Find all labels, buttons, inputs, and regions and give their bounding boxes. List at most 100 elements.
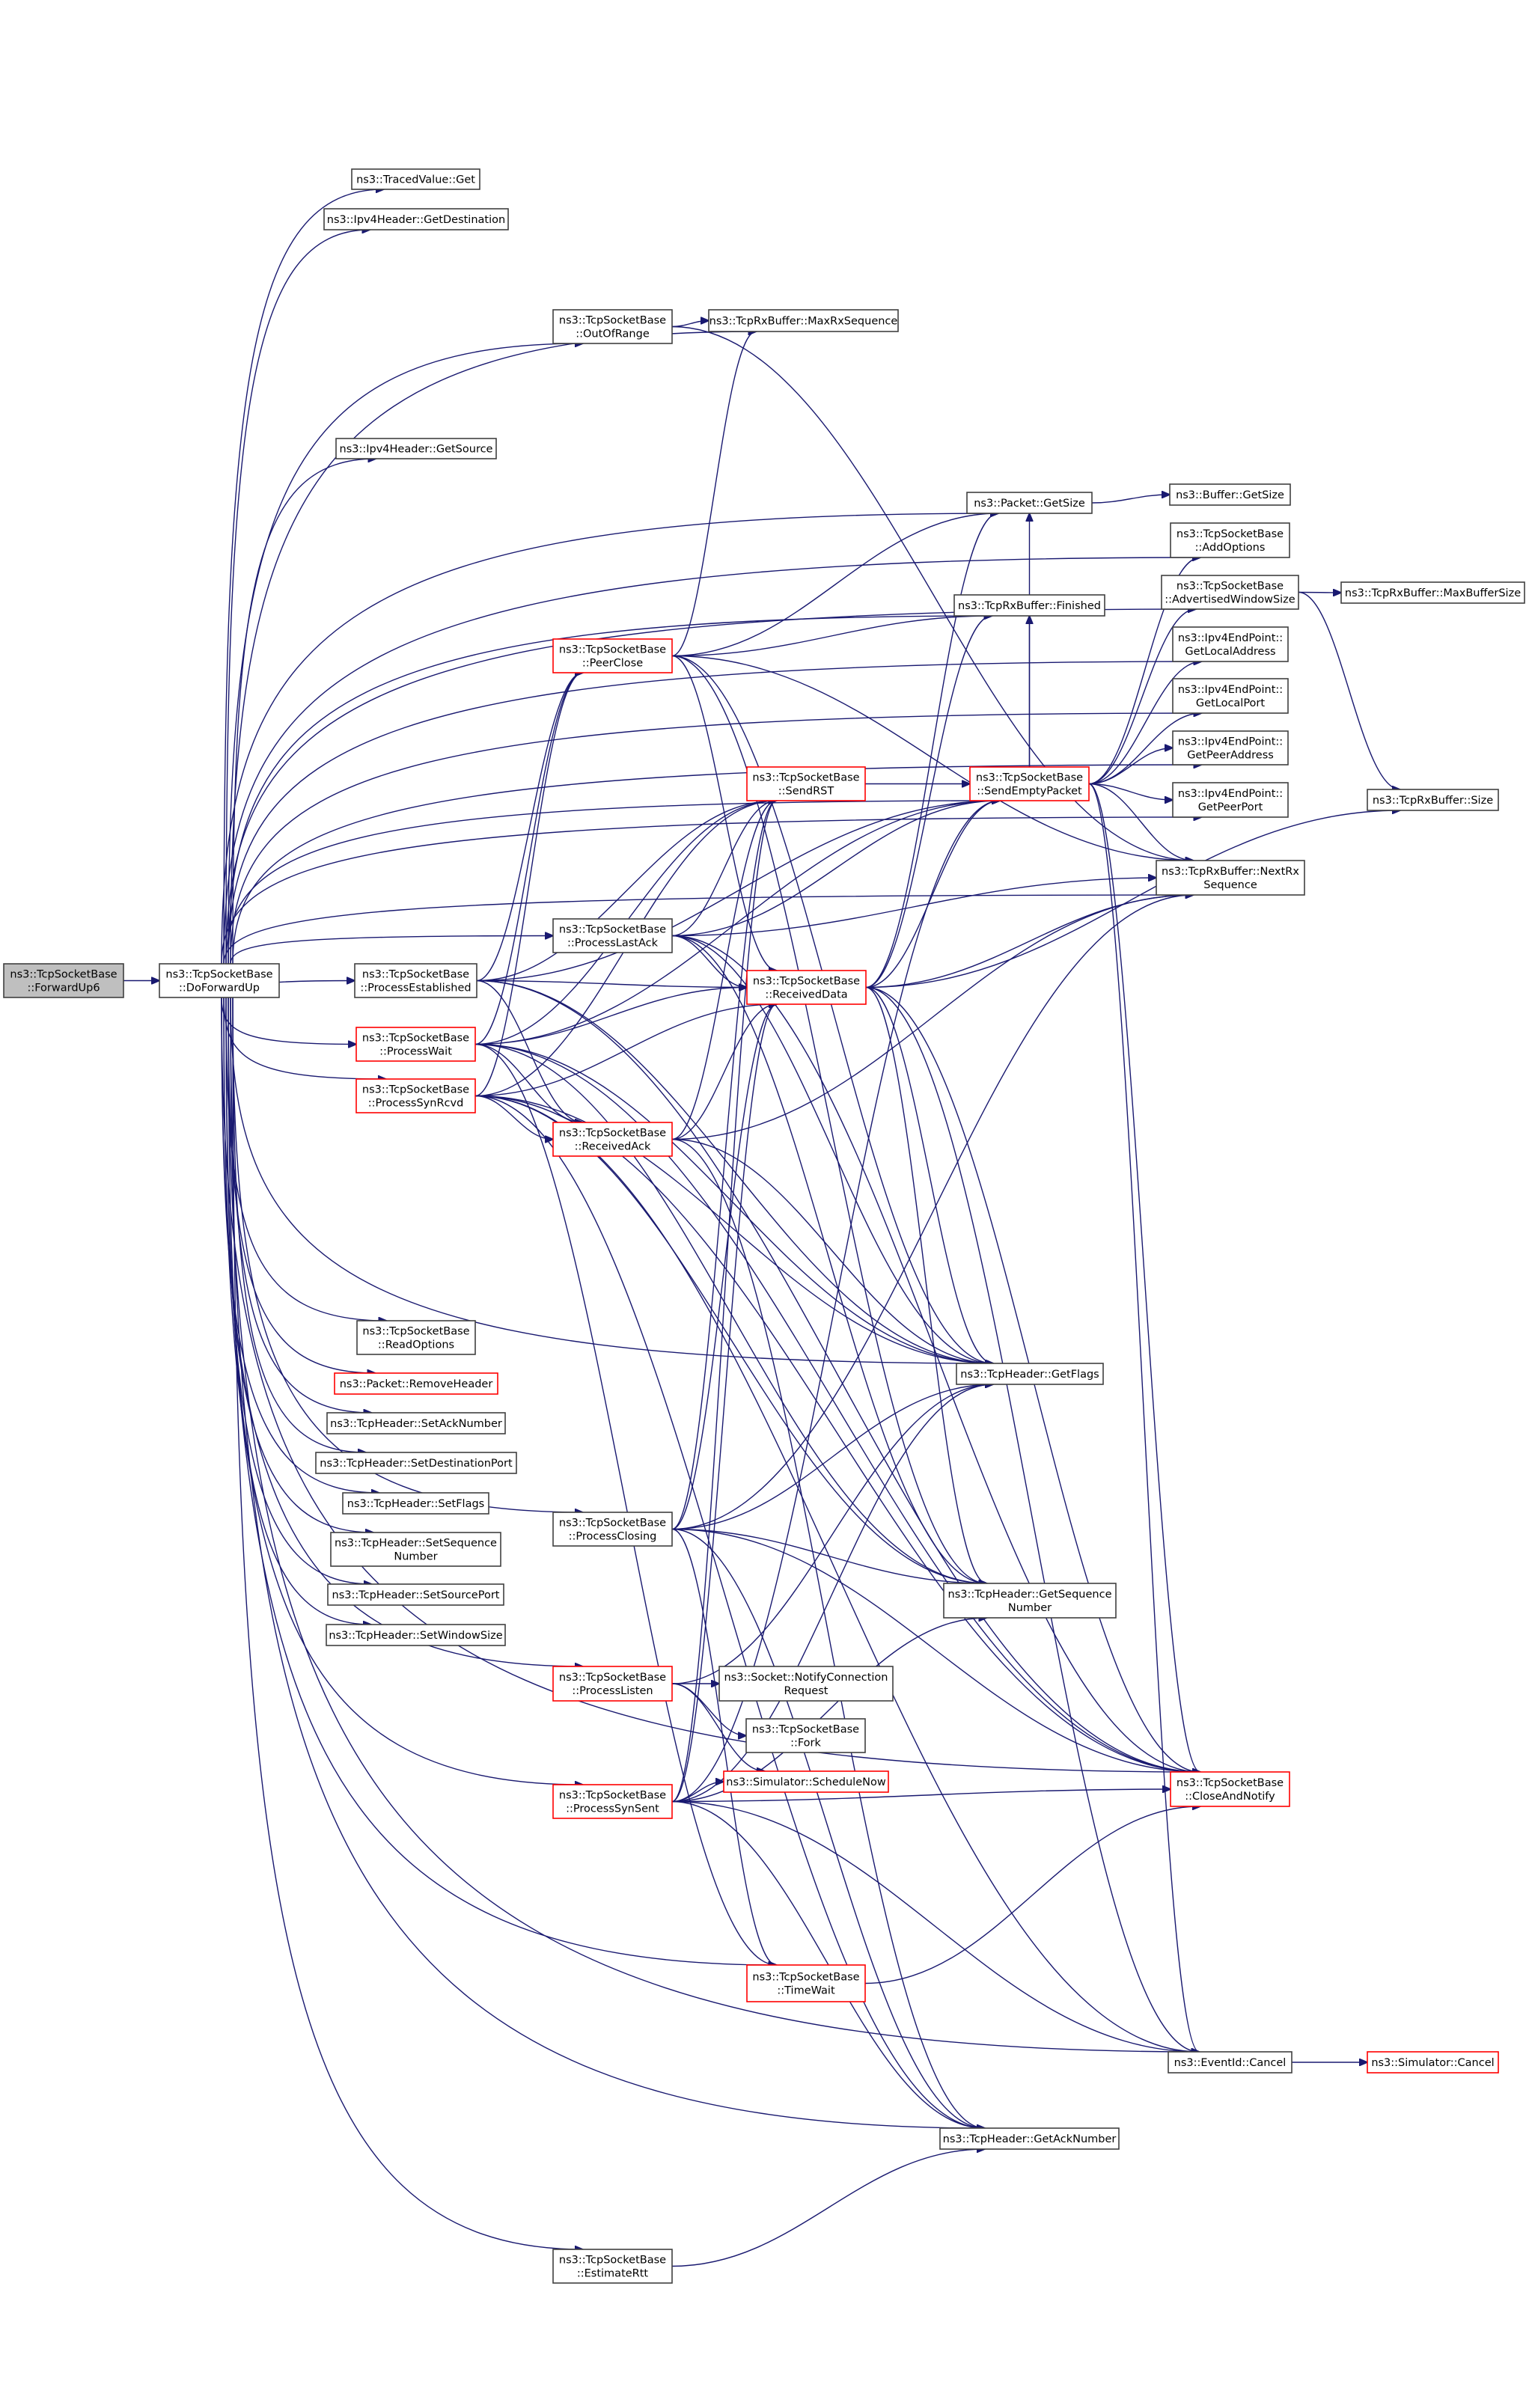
edge-do-forward-up-to-finished — [228, 616, 992, 965]
node-box — [335, 438, 497, 459]
node-label: ns3::TcpHeader::GetFlags — [960, 1369, 1099, 1381]
node-label: ns3::TcpHeader::SetWindowSize — [329, 1630, 502, 1642]
edge-received-data-to-finished — [865, 616, 992, 988]
edge-do-forward-up-to-process-last-ack — [230, 936, 553, 965]
node-process-syn-sent[interactable]: ns3::TcpSocketBase::ProcessSynSent — [552, 1784, 673, 1819]
edge-received-ack-to-next-rx-sequence — [671, 895, 1194, 1140]
node-get-peer-address[interactable]: ns3::Ipv4EndPoint::GetPeerAddress — [1172, 730, 1289, 766]
node-send-empty-packet[interactable]: ns3::TcpSocketBase::SendEmptyPacket — [969, 766, 1090, 801]
node-simulator-cancel[interactable]: ns3::Simulator::Cancel — [1367, 2051, 1499, 2074]
node-get-ack-number[interactable]: ns3::TcpHeader::GetAckNumber — [939, 2127, 1120, 2150]
edge-do-forward-up-to-process-wait — [221, 997, 356, 1045]
node-label: ::ReadOptions — [378, 1339, 454, 1351]
node-process-closing[interactable]: ns3::TcpSocketBase::ProcessClosing — [552, 1512, 673, 1547]
node-box — [159, 963, 280, 998]
edge-do-forward-up-to-set-destination-port — [232, 997, 366, 1452]
node-get-peer-port[interactable]: ns3::Ipv4EndPoint::GetPeerPort — [1172, 782, 1289, 818]
node-set-ack-number[interactable]: ns3::TcpHeader::SetAckNumber — [326, 1412, 506, 1434]
edge-estimate-rtt-to-get-ack-number — [671, 2149, 985, 2267]
edge-packet-get-size-to-buffer-get-size — [1091, 495, 1170, 504]
edge-peer-close-to-max-rx-sequence — [671, 331, 756, 657]
node-read-options[interactable]: ns3::TcpSocketBase::ReadOptions — [356, 1320, 476, 1355]
node-process-wait[interactable]: ns3::TcpSocketBase::ProcessWait — [355, 1027, 476, 1062]
edge-do-forward-up-to-process-listen — [221, 997, 583, 1666]
node-finished[interactable]: ns3::TcpRxBuffer::Finished — [953, 594, 1105, 617]
node-label: ns3::TcpSocketBase — [753, 976, 860, 988]
node-remove-header[interactable]: ns3::Packet::RemoveHeader — [334, 1372, 498, 1395]
node-box — [746, 1964, 866, 2002]
edge-do-forward-up-to-get-local-port — [230, 713, 1202, 965]
edge-process-syn-sent-to-send-empty-packet — [671, 801, 1000, 1803]
node-box — [326, 1624, 506, 1646]
node-max-buffer-size[interactable]: ns3::TcpRxBuffer::MaxBufferSize — [1340, 581, 1525, 604]
node-rx-buffer-size[interactable]: ns3::TcpRxBuffer::Size — [1367, 789, 1499, 811]
edge-received-ack-to-send-rst — [671, 801, 777, 1140]
node-process-last-ack[interactable]: ns3::TcpSocketBase::ProcessLastAck — [552, 918, 673, 953]
edge-process-closing-to-close-and-notify — [671, 1528, 1200, 1773]
edge-peer-close-to-get-flags — [671, 655, 993, 1364]
node-box — [1172, 730, 1289, 766]
node-advertised-window-size[interactable]: ns3::TcpSocketBase::AdvertisedWindowSize — [1161, 575, 1299, 610]
edge-received-data-to-rx-buffer-size — [865, 810, 1400, 988]
node-label: ns3::TcpSocketBase — [559, 2255, 666, 2267]
node-traced-value-get[interactable]: ns3::TracedValue::Get — [351, 168, 480, 190]
node-get-source[interactable]: ns3::Ipv4Header::GetSource — [335, 438, 497, 459]
node-label: ns3::TcpRxBuffer::Size — [1373, 795, 1493, 807]
node-label: ns3::Simulator::Cancel — [1371, 2057, 1494, 2069]
node-set-source-port[interactable]: ns3::TcpHeader::SetSourcePort — [327, 1583, 504, 1606]
node-set-window-size[interactable]: ns3::TcpHeader::SetWindowSize — [326, 1624, 506, 1646]
node-packet-get-size[interactable]: ns3::Packet::GetSize — [966, 492, 1093, 514]
node-box — [552, 638, 673, 673]
edge-do-forward-up-to-out-of-range — [228, 343, 583, 965]
node-out-of-range[interactable]: ns3::TcpSocketBase::OutOfRange — [552, 309, 673, 344]
node-label: ns3::TcpRxBuffer::MaxBufferSize — [1345, 587, 1521, 599]
node-box — [746, 970, 867, 1005]
node-set-destination-port[interactable]: ns3::TcpHeader::SetDestinationPort — [315, 1452, 517, 1474]
node-get-local-port[interactable]: ns3::Ipv4EndPoint::GetLocalPort — [1172, 678, 1289, 714]
node-box — [552, 1666, 673, 1702]
node-process-listen[interactable]: ns3::TcpSocketBase::ProcessListen — [552, 1666, 673, 1702]
edge-process-established-to-received-data — [476, 980, 747, 988]
node-estimate-rtt[interactable]: ns3::TcpSocketBase::EstimateRtt — [552, 2249, 673, 2284]
node-forward-up6[interactable]: ns3::TcpSocketBase::ForwardUp6 — [3, 963, 124, 998]
node-close-and-notify[interactable]: ns3::TcpSocketBase::CloseAndNotify — [1170, 1771, 1290, 1807]
edge-process-wait-to-received-ack — [474, 1043, 583, 1123]
node-label: Number — [1008, 1602, 1052, 1614]
node-set-flags[interactable]: ns3::TcpHeader::SetFlags — [342, 1492, 489, 1515]
node-peer-close[interactable]: ns3::TcpSocketBase::PeerClose — [552, 638, 673, 673]
node-max-rx-sequence[interactable]: ns3::TcpRxBuffer::MaxRxSequence — [708, 309, 899, 332]
node-label: ::AddOptions — [1195, 542, 1266, 554]
edge-do-forward-up-to-get-ack-number — [230, 997, 985, 2128]
node-box — [552, 2249, 673, 2284]
node-buffer-get-size[interactable]: ns3::Buffer::GetSize — [1169, 483, 1291, 506]
node-get-destination[interactable]: ns3::Ipv4Header::GetDestination — [323, 208, 509, 230]
node-send-rst[interactable]: ns3::TcpSocketBase::SendRST — [746, 766, 866, 801]
node-label: ns3::TcpSocketBase — [165, 969, 272, 981]
node-box — [356, 1320, 476, 1355]
node-fork[interactable]: ns3::TcpSocketBase::Fork — [745, 1718, 866, 1753]
edge-do-forward-up-to-read-options — [225, 997, 387, 1321]
node-received-data[interactable]: ns3::TcpSocketBase::ReceivedData — [746, 970, 867, 1005]
node-event-id-cancel[interactable]: ns3::EventId::Cancel — [1168, 2051, 1293, 2074]
node-process-established[interactable]: ns3::TcpSocketBase::ProcessEstablished — [354, 963, 477, 998]
node-label: ::ProcessEstablished — [360, 983, 471, 994]
node-process-syn-rcvd[interactable]: ns3::TcpSocketBase::ProcessSynRcvd — [355, 1078, 476, 1113]
node-do-forward-up[interactable]: ns3::TcpSocketBase::DoForwardUp — [159, 963, 280, 998]
node-label: ns3::TcpSocketBase — [559, 1672, 666, 1684]
node-get-flags[interactable]: ns3::TcpHeader::GetFlags — [956, 1363, 1104, 1385]
node-add-options[interactable]: ns3::TcpSocketBase::AddOptions — [1170, 522, 1290, 558]
node-label: ns3::TcpSocketBase — [362, 1084, 469, 1096]
node-schedule-now[interactable]: ns3::Simulator::ScheduleNow — [723, 1770, 889, 1793]
node-get-local-address[interactable]: ns3::Ipv4EndPoint::GetLocalAddress — [1172, 626, 1289, 662]
node-box — [323, 208, 509, 230]
node-received-ack[interactable]: ns3::TcpSocketBase::ReceivedAck — [552, 1122, 673, 1157]
edge-process-closing-to-get-sequence-number — [671, 1528, 987, 1584]
node-label: ns3::TcpHeader::GetAckNumber — [943, 2133, 1117, 2145]
node-label: Sequence — [1203, 879, 1257, 891]
node-time-wait[interactable]: ns3::TcpSocketBase::TimeWait — [746, 1964, 866, 2002]
edge-process-established-to-send-rst — [476, 801, 777, 982]
